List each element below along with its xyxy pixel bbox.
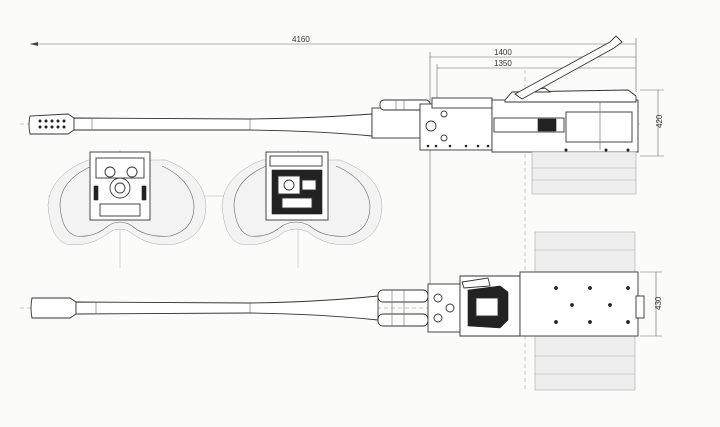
dimension-1400-label: 1400 [494, 48, 512, 57]
muzzle-brake [28, 113, 75, 135]
barrel [73, 113, 373, 137]
weapon-plan-view [30, 231, 645, 391]
front-view-right [221, 151, 383, 245]
top-cover [504, 89, 637, 103]
plan-muzzle-brake [30, 297, 77, 319]
plan-receiver-plate [519, 271, 639, 337]
dimension-overall-length: 4160 [30, 35, 637, 92]
front-view-left [47, 151, 207, 245]
dimension-1350-label: 1350 [494, 59, 512, 68]
dimension-height-420: 420 [640, 89, 664, 157]
dimension-420-label: 420 [655, 114, 664, 128]
plan-feed-mechanism [427, 283, 461, 333]
mount-base-top [531, 151, 637, 195]
mount-base-lower [534, 335, 636, 391]
feed-cover [431, 97, 493, 109]
dimension-overall-length-label: 4160 [292, 35, 310, 44]
charging-handle [514, 35, 623, 100]
weapon-side-view [28, 35, 639, 195]
mount-base-upper [534, 231, 636, 273]
dimension-430-label: 430 [654, 296, 663, 310]
plan-barrel [75, 295, 379, 321]
barrel-jacket [371, 107, 421, 139]
dimension-width-430: 430 [640, 271, 663, 337]
